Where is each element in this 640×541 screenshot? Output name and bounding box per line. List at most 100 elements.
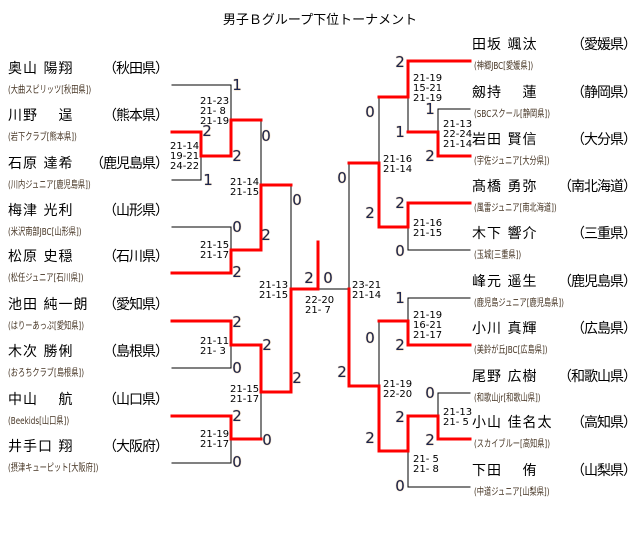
player-name: 尾野 広樹 bbox=[472, 369, 538, 385]
match-score-bottom: 0 bbox=[262, 431, 272, 449]
match-score-bottom: 2 bbox=[261, 226, 271, 244]
match-score-top: 1 bbox=[232, 76, 242, 94]
game-scores: 21-13 21-15 bbox=[259, 280, 289, 301]
match-score-bottom: 2 bbox=[337, 363, 347, 381]
match-score-top: 0 bbox=[425, 384, 435, 402]
player-team: (岩下クラブ[熊本県]) bbox=[8, 132, 77, 143]
player-prefecture: （三重県） bbox=[571, 226, 637, 242]
match-score-bottom: 1 bbox=[203, 171, 213, 189]
player-prefecture: （島根県） bbox=[103, 344, 169, 360]
game-scores: 22-20 21- 7 bbox=[305, 295, 335, 316]
player-team: (摂津キューピット[大阪府]) bbox=[8, 463, 99, 474]
player-team: (宇佐ジュニア[大分県]) bbox=[474, 156, 550, 167]
player-prefecture: （愛媛県） bbox=[571, 37, 637, 53]
match-score-bottom: 2 bbox=[232, 147, 242, 165]
game-scores: 21-19 21-17 bbox=[200, 429, 230, 450]
player-team: (風雷ジュニア[南北海道]) bbox=[474, 203, 557, 214]
match-score-bottom: 2 bbox=[365, 429, 375, 447]
player-prefecture: （南北海道） bbox=[558, 179, 637, 195]
player-team: (鹿児島ジュニア[鹿児島県]) bbox=[474, 298, 564, 309]
player-name: 松原 史穏 bbox=[8, 249, 74, 265]
match-score-bottom: 2 bbox=[292, 369, 302, 387]
player-name: 木下 響介 bbox=[472, 226, 538, 242]
game-scores: 21-13 22-24 21-14 bbox=[443, 119, 473, 150]
player-name: 川野 逞 bbox=[8, 108, 74, 124]
game-scores: 21-19 22-20 bbox=[383, 379, 413, 400]
player-team: (スカイブルー[高知県]) bbox=[474, 439, 551, 450]
player-prefecture: （大分県） bbox=[571, 132, 637, 148]
player-team: (米沢南部JBC[山形県]) bbox=[8, 227, 82, 238]
match-score-top: 0 bbox=[232, 218, 242, 236]
player-prefecture: （熊本県） bbox=[103, 108, 169, 124]
game-scores: 21- 5 21- 8 bbox=[413, 454, 439, 475]
game-scores: 21-19 15-21 21-19 bbox=[413, 73, 443, 104]
match-score-top: 0 bbox=[292, 191, 302, 209]
match-score-bottom: 0 bbox=[232, 453, 242, 471]
page-title: 男子Ｂグループ下位トーナメント bbox=[222, 13, 418, 28]
player-prefecture: （石川県） bbox=[103, 249, 169, 265]
match-score-bottom: 2 bbox=[365, 204, 375, 222]
match-score-top: 0 bbox=[337, 169, 347, 187]
player-name: 峰元 遥生 bbox=[472, 274, 538, 290]
player-team: (SBCスクール[静岡県]) bbox=[474, 109, 551, 120]
player-prefecture: （広島県） bbox=[571, 321, 637, 337]
player-prefecture: （和歌山県） bbox=[558, 369, 637, 385]
match-score-top: 1 bbox=[395, 289, 405, 307]
game-scores: 21-16 21-15 bbox=[413, 218, 443, 239]
player-team: (美鈴が丘JBC[広島県]) bbox=[474, 345, 548, 356]
player-name: 井手口 翔 bbox=[8, 439, 74, 455]
player-team: (松任ジュニア[石川県]) bbox=[8, 273, 84, 284]
player-name: 下田 侑 bbox=[472, 463, 538, 479]
player-team: (玉城[三重県]) bbox=[474, 250, 522, 261]
match-score-top: 2 bbox=[202, 122, 212, 140]
game-scores: 21-15 21-17 bbox=[200, 240, 230, 261]
player-name: 中山 航 bbox=[8, 392, 74, 408]
game-scores: 21-13 21- 5 bbox=[443, 407, 473, 428]
player-name: 木次 勝俐 bbox=[8, 344, 74, 360]
player-name: 劔持 蓮 bbox=[472, 85, 538, 101]
match-score-bottom: 2 bbox=[395, 336, 405, 354]
player-name: 田坂 颯汰 bbox=[472, 37, 538, 53]
player-team: (はりーあっぷ[愛知県]) bbox=[8, 321, 85, 332]
player-name: 石原 達希 bbox=[8, 156, 74, 172]
game-scores: 21-16 21-14 bbox=[383, 154, 413, 175]
match-score-top: 0 bbox=[365, 103, 375, 121]
player-name: 梅津 光利 bbox=[8, 203, 74, 219]
match-score-top: 2 bbox=[262, 336, 272, 354]
player-prefecture: （静岡県） bbox=[571, 85, 637, 101]
game-scores: 21-11 21- 3 bbox=[200, 336, 230, 357]
match-score-top: 1 bbox=[425, 100, 435, 118]
match-score-top: 2 bbox=[232, 407, 242, 425]
match-score-bottom: 1 bbox=[395, 123, 405, 141]
game-scores: 21-23 21- 8 21-19 bbox=[200, 96, 230, 127]
game-scores: 21-14 19-21 24-22 bbox=[170, 141, 200, 172]
match-score-top: 2 bbox=[232, 313, 242, 331]
player-prefecture: （鹿児島県） bbox=[558, 274, 637, 290]
player-prefecture: （山梨県） bbox=[571, 463, 637, 479]
player-prefecture: （愛知県） bbox=[103, 297, 169, 313]
match-score-bottom: 0 bbox=[395, 477, 405, 495]
player-prefecture: （秋田県） bbox=[103, 61, 169, 77]
game-scores: 21-15 21-17 bbox=[230, 384, 260, 405]
match-score-top: 2 bbox=[395, 53, 405, 71]
match-score-bottom: 0 bbox=[232, 359, 242, 377]
player-team: (川内ジュニア[鹿児島県]) bbox=[8, 180, 91, 191]
match-score-bottom: 0 bbox=[395, 242, 405, 260]
player-prefecture: （大阪府） bbox=[103, 439, 169, 455]
player-team: (神郷JBC[愛媛県]) bbox=[474, 61, 534, 72]
player-team: (Beekids[山口県]) bbox=[8, 416, 70, 427]
player-name: 髙橋 勇弥 bbox=[472, 179, 538, 195]
player-prefecture: （高知県） bbox=[571, 415, 637, 431]
match-score-bottom: 2 bbox=[425, 431, 435, 449]
game-scores: 21-14 21-15 bbox=[230, 177, 260, 198]
game-scores: 23-21 21-14 bbox=[352, 280, 382, 301]
player-team: (大曲スピリッツ[秋田県]) bbox=[8, 85, 92, 96]
game-scores: 21-19 16-21 21-17 bbox=[413, 310, 443, 341]
match-score-top: 0 bbox=[261, 127, 271, 145]
player-prefecture: （鹿児島県） bbox=[90, 156, 169, 172]
match-score-top: 0 bbox=[365, 329, 375, 347]
match-score-bottom: 2 bbox=[425, 147, 435, 165]
player-prefecture: （山口県） bbox=[103, 392, 169, 408]
